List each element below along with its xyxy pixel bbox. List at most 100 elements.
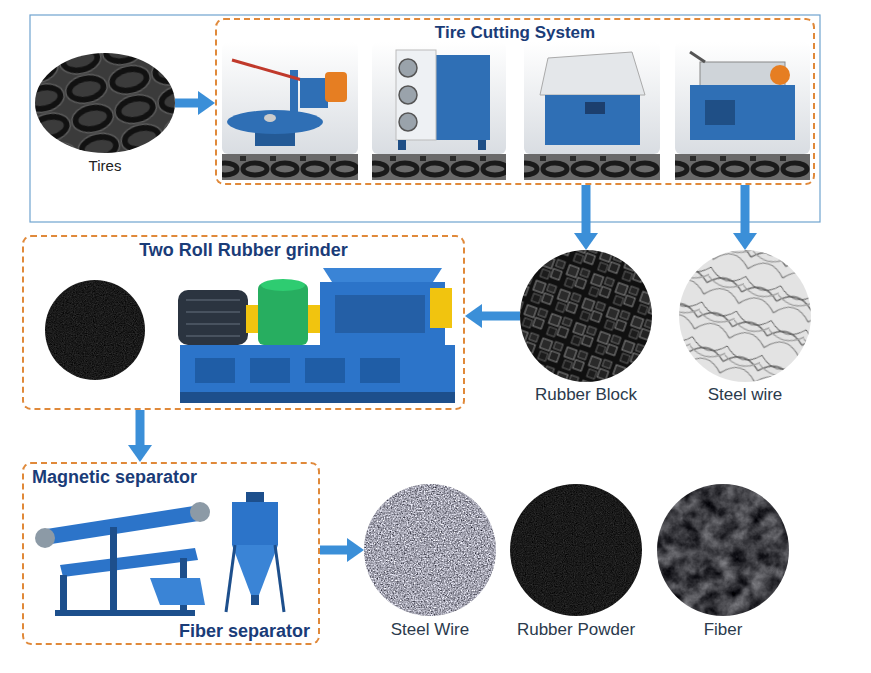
debeader (770, 65, 790, 85)
two-roll-grinder (320, 282, 445, 348)
two-roll-grinder (261, 279, 305, 291)
fiber-separator (232, 502, 278, 545)
two-roll-grinder (360, 358, 400, 383)
machine-photo-panels (372, 42, 506, 154)
magnetic-separator (190, 502, 210, 522)
powder-sample (45, 280, 145, 380)
rubber-block-photo (520, 250, 652, 382)
two-roll-grinder (335, 295, 425, 333)
fiber-separator (251, 595, 259, 605)
two-roll-grinder (178, 268, 455, 403)
node-label: Rubber Powder (517, 620, 635, 640)
machine-photo-panels (222, 154, 358, 180)
product-circle: Steel wire (679, 250, 811, 405)
node-label: Tire Cutting System (435, 22, 595, 44)
two-roll-grinder (186, 299, 240, 301)
two-roll-grinder (246, 305, 260, 333)
arrow-head (465, 304, 482, 328)
machine-photo-panels (222, 42, 358, 154)
machine-photo-panels (222, 42, 810, 180)
node-label: Two Roll Rubber grinder (139, 239, 348, 261)
block-cutter (545, 95, 640, 145)
node-label: Fiber (704, 620, 743, 640)
arrow-head (574, 233, 598, 250)
fiber-separator (226, 545, 235, 612)
arrow-head (347, 538, 364, 562)
arrow-head (733, 233, 757, 250)
two-roll-grinder (180, 345, 455, 395)
block-cutter (585, 102, 605, 114)
debeader (690, 85, 795, 140)
strip-cutter (478, 140, 486, 150)
fiber-separator (246, 492, 264, 502)
machine-photo-panels (675, 154, 810, 180)
magnetic-separator (55, 610, 195, 616)
flow-arrow (175, 91, 215, 115)
two-roll-grinder (195, 358, 235, 383)
sidewall-cutter (264, 114, 276, 122)
machine-photo-panels (675, 42, 810, 154)
two-roll-grinder (250, 358, 290, 383)
block-cutter (540, 52, 645, 95)
debeader (705, 100, 735, 125)
machine-photo-panels (524, 42, 660, 154)
arrow-head (128, 445, 152, 462)
flow-arrow (128, 410, 152, 462)
magnetic-separator (110, 527, 117, 615)
block-cutter (540, 52, 645, 145)
arrow-shaft (175, 99, 200, 108)
arrow-shaft (136, 410, 145, 447)
strip-cutter (398, 140, 406, 150)
sidewall-cutter (300, 78, 328, 108)
strip-cutter (399, 86, 417, 104)
machine-photo-panels (372, 154, 506, 180)
machine-group: Magnetic separatorFiber separator (22, 462, 320, 645)
machine-photo-panels (524, 154, 660, 180)
sidewall-cutter (232, 60, 302, 80)
two-roll-grinder (323, 268, 442, 282)
sidewall-cutter (325, 72, 347, 102)
output-circle: Steel Wire (364, 484, 496, 640)
flow-arrow (733, 185, 757, 250)
magnetic-separator (35, 502, 210, 616)
strip-cutter (396, 50, 436, 140)
sidewall-cutter (227, 110, 323, 134)
fiber-separator (232, 545, 278, 595)
two-roll-grinder (430, 288, 452, 328)
two-roll-grinder (186, 311, 240, 313)
strip-cutter (399, 59, 417, 77)
arrow-shaft (480, 312, 520, 321)
two-roll-grinder (186, 323, 240, 325)
output-circle: Rubber Powder (510, 484, 642, 640)
fiber-separator (226, 492, 284, 612)
fiber-output-photo (657, 484, 789, 616)
node-sublabel: Fiber separator (179, 620, 310, 642)
magnetic-separator (60, 575, 67, 615)
machine-group: Two Roll Rubber grinder (22, 235, 465, 410)
flow-arrow (465, 304, 520, 328)
steel-wire-photo (679, 250, 811, 382)
strip-cutter (396, 50, 490, 150)
node-label: Steel wire (708, 385, 783, 405)
debeader (690, 52, 795, 140)
magnetic-separator (150, 578, 205, 605)
top-panel (30, 15, 820, 222)
source-ellipse: Tires (35, 50, 175, 175)
node-label: Tires (89, 157, 122, 175)
two-roll-grinder (186, 335, 240, 337)
debeader (690, 52, 705, 62)
output-circle: Fiber (657, 484, 789, 640)
node-label: Rubber Block (535, 385, 637, 405)
product-circle: Rubber Block (520, 250, 652, 405)
sidewall-cutter (227, 60, 347, 146)
rubber-powder-output-photo (510, 484, 642, 616)
magnetic-separator (60, 548, 198, 577)
two-roll-grinder (258, 283, 308, 345)
node-label: Magnetic separator (32, 466, 197, 488)
two-roll-grinder (305, 358, 345, 383)
flow-arrow (574, 185, 598, 250)
magnetic-separator (35, 528, 55, 548)
